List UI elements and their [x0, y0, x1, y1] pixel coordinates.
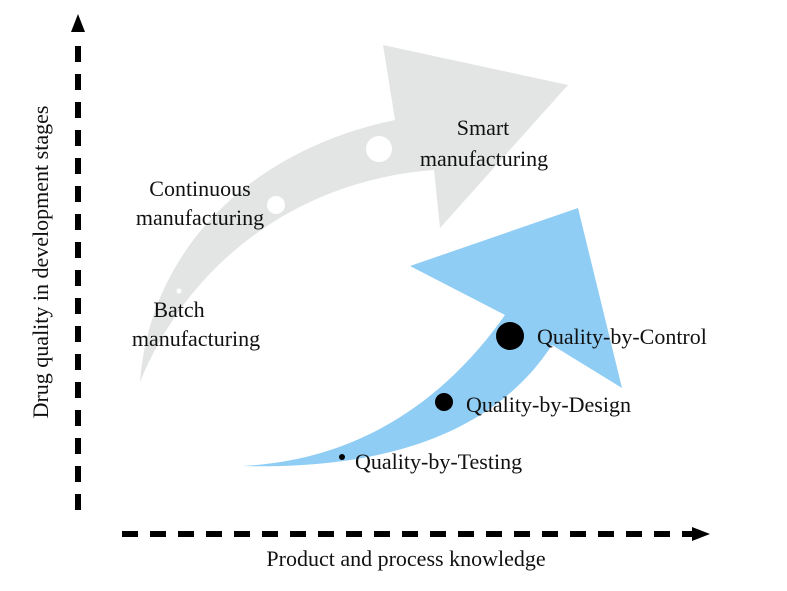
- control-stage-dot: [496, 322, 524, 350]
- batch-label-line2: manufacturing: [132, 326, 260, 351]
- manufacturing-arrow: [140, 45, 568, 382]
- quality-by-design-label: Quality-by-Design: [466, 392, 631, 417]
- y-axis-label: Drug quality in development stages: [28, 106, 53, 419]
- x-axis-arrowhead: [692, 527, 710, 541]
- batch-label-line1: Batch: [153, 297, 204, 322]
- continuous-label-line2: manufacturing: [136, 205, 264, 230]
- continuous-stage-dot: [267, 196, 285, 214]
- smart-stage-dot: [366, 136, 392, 162]
- smart-label-line1: Smart: [457, 115, 510, 140]
- smart-label-line2: manufacturing: [420, 146, 548, 171]
- batch-stage-dot: [176, 288, 182, 294]
- quality-arrow: [242, 208, 622, 467]
- quality-by-control-label: Quality-by-Control: [537, 324, 707, 349]
- y-axis: [71, 14, 85, 510]
- y-axis-arrowhead: [71, 14, 85, 32]
- quality-by-testing-label: Quality-by-Testing: [355, 449, 522, 474]
- testing-stage-dot: [339, 454, 345, 460]
- continuous-label-line1: Continuous: [149, 176, 250, 201]
- x-axis-label: Product and process knowledge: [266, 546, 545, 571]
- x-axis: [122, 527, 710, 541]
- design-stage-dot: [435, 393, 453, 411]
